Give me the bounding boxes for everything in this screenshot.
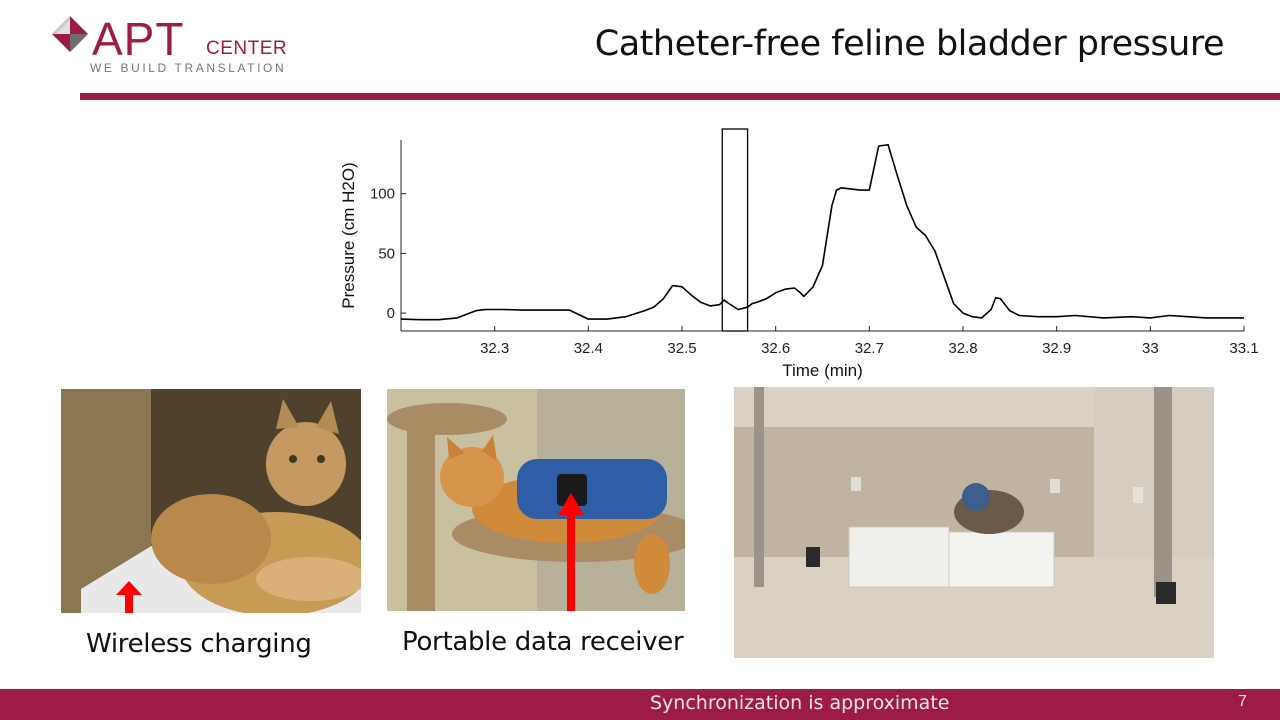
y-tick-label: 50 [378, 245, 395, 262]
chart-ticks: 32.3 32.4 32.5 32.6 32.7 32.8 32.9 33 33.1 0 50 100 [370, 186, 1259, 357]
x-tick-label: 32.4 [574, 340, 603, 357]
x-axis-label: Time (min) [782, 361, 863, 380]
page-number: 7 [1238, 693, 1247, 710]
x-tick-label: 32.7 [855, 340, 884, 357]
logo-center-text: CENTER [206, 38, 288, 59]
photo-cat-receiver [387, 389, 685, 611]
y-axis-label: Pressure (cm H2O) [339, 162, 358, 308]
x-tick-label: 32.6 [761, 340, 790, 357]
x-tick-label: 32.5 [667, 340, 696, 357]
y-tick-label: 100 [370, 186, 395, 203]
video-frame-cage [734, 387, 1214, 658]
bladder-pressure-chart: 32.3 32.4 32.5 32.6 32.7 32.8 32.9 33 33.1 0 50 100… [339, 128, 1259, 380]
red-arrow-up-icon [558, 493, 584, 515]
footer-note: Synchronization is approximate [650, 692, 950, 714]
x-tick-label: 33.1 [1229, 340, 1258, 357]
x-tick-label: 32.8 [948, 340, 977, 357]
footer-bar: Synchronization is approximate 7 [0, 689, 1280, 720]
photo-cat-charging [61, 389, 361, 613]
apt-center-logo: APT CENTER WE BUILD TRANSLATION [48, 12, 298, 76]
x-tick-label: 32.9 [1042, 340, 1071, 357]
photo-caption-receiver: Portable data receiver [402, 627, 684, 657]
pressure-series-line [400, 144, 1244, 321]
logo-wordmark: APT [92, 13, 185, 65]
red-arrow-up-icon [116, 581, 142, 613]
x-tick-label: 33 [1142, 340, 1159, 357]
logo-tagline: WE BUILD TRANSLATION [90, 61, 287, 75]
red-arrow-shaft [567, 512, 575, 611]
photo-caption-charging: Wireless charging [86, 629, 312, 659]
y-tick-label: 0 [387, 305, 395, 322]
header-divider [80, 93, 1280, 100]
slide-title: Catheter-free feline bladder pressure [594, 24, 1225, 64]
logo-diamond-icon [52, 16, 88, 52]
x-tick-label: 32.3 [480, 340, 509, 357]
highlight-window [721, 128, 749, 332]
chart-axes [400, 140, 1244, 332]
